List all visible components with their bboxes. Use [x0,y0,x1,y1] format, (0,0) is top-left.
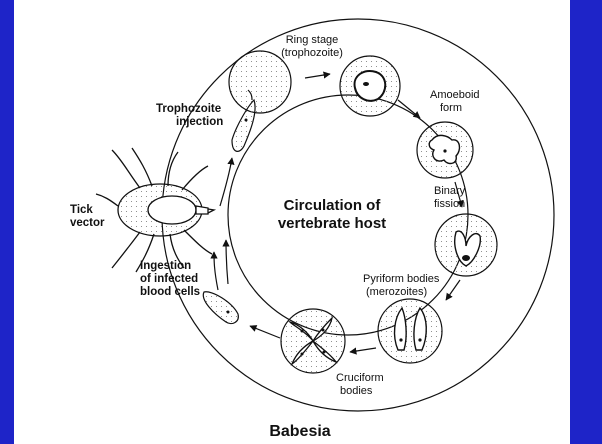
arrow-ingestion-up-2 [226,240,228,284]
stage-pyriform-cell [378,299,442,363]
label-amoeboid-sub: form [440,102,462,114]
stage-uninfected-cell [229,51,291,113]
free-merozoite [203,292,238,324]
label-binary-fission-sub: fission [434,198,465,210]
diagram-title: Babesia [269,423,330,440]
label-ring-stage-sub: (trophozoite) [281,47,343,59]
label-trophozoite-injection-sub: injection [176,116,223,128]
label-trophozoite-injection: Trophozoite [156,103,221,115]
label-ingestion-sub1: of infected [140,273,198,285]
label-cruciform: Cruciform [336,372,384,384]
label-tick: Tick [70,204,93,216]
stage-ring-cell [340,56,400,116]
arrow-to-ring [305,74,330,78]
label-center-circulation: Circulation of [284,197,382,214]
label-binary-fission: Binary [434,185,466,197]
label-center-host: vertebrate host [278,215,386,232]
arrow-to-amoeboid [398,100,420,118]
stage-amoeboid-cell [417,122,473,178]
label-pyriform-sub: (merozoites) [366,286,427,298]
stage-cruciform-cell [281,309,345,373]
arrow-to-cruciform [350,348,376,352]
label-tick-sub: vector [70,217,105,229]
label-ingestion: Ingestion [140,260,191,272]
arrow-to-pyriform [446,280,460,300]
label-ring-stage: Ring stage [286,34,339,46]
label-ingestion-sub2: blood cells [140,286,200,298]
arrow-tick-to-injection [220,158,232,206]
stage-binary-fission-cell [435,214,497,276]
label-pyriform: Pyriform bodies [363,273,440,285]
label-cruciform-sub: bodies [340,385,373,397]
label-amoeboid: Amoeboid [430,89,480,101]
tick-vector-drawing [96,148,214,272]
arrow-ingestion-up [214,252,218,290]
arrow-to-merozoite [250,326,280,338]
